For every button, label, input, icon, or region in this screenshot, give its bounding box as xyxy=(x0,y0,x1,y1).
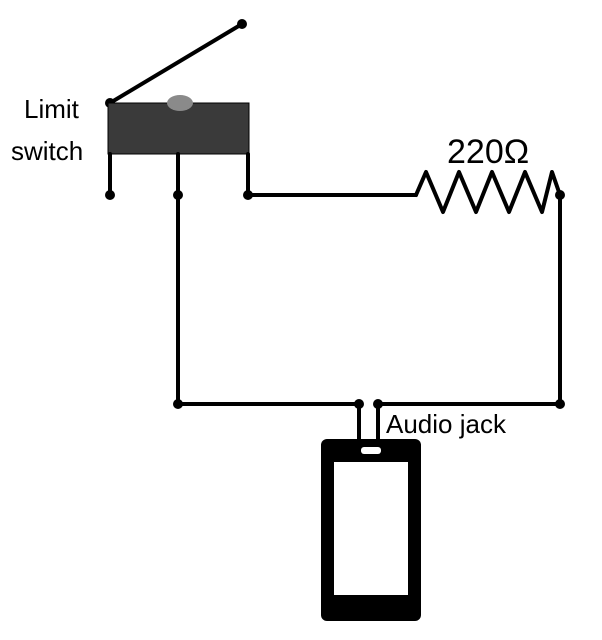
limit-label-line2: switch xyxy=(11,136,83,166)
limit-label-line1: Limit xyxy=(24,94,80,124)
resistor-icon xyxy=(414,170,562,214)
phone-speaker xyxy=(361,447,381,454)
switch-button xyxy=(167,95,193,111)
pin-nc-node xyxy=(105,190,115,200)
phone-screen xyxy=(334,462,408,595)
lever-tip-node xyxy=(237,19,247,29)
switch-body xyxy=(107,102,250,155)
limit-switch-icon xyxy=(105,19,253,200)
switch-lever xyxy=(108,22,244,105)
audio-jack-label: Audio jack xyxy=(386,409,507,439)
resistor-value-label: 220Ω xyxy=(447,133,529,171)
smartphone-icon xyxy=(321,439,421,621)
